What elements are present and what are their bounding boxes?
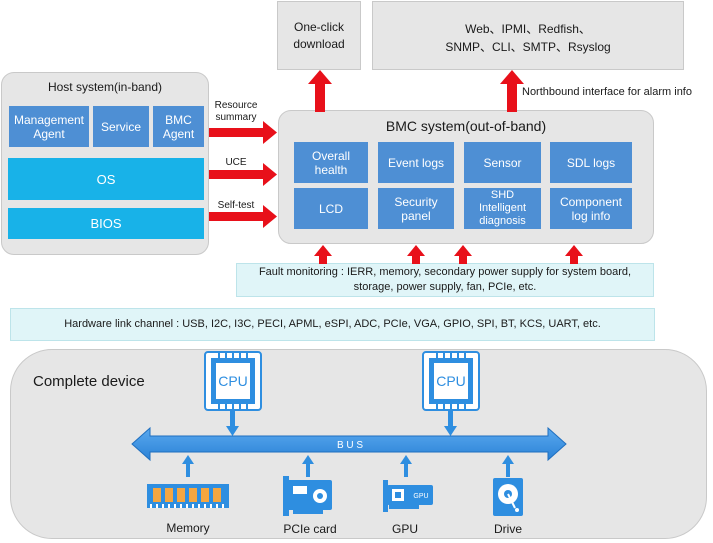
service-cell: Service [93,106,149,147]
overall-health-label: Overall health [311,148,350,177]
event-logs-cell: Event logs [378,142,454,183]
bus-arrow [131,426,567,462]
arrow-fault-2 [407,245,425,264]
os-label: OS [96,171,116,187]
drive-label: Drive [494,522,522,536]
northbound-interface-label: Northbound interface for alarm info [522,86,692,98]
memory-label: Memory [166,521,209,535]
bios-label: BIOS [90,216,122,231]
cpu-left-label: CPU [218,373,248,389]
one-click-download-label: One-click download [293,19,345,51]
protocols-box: Web、IPMI、Redfish、 SNMP、CLI、SMTP、Rsyslog [372,1,684,70]
protocols-line-1: Web、IPMI、Redfish、 [465,22,591,36]
overall-health-cell: Overall health [294,142,368,183]
lcd-cell: LCD [294,188,368,229]
fault-monitoring-label: Fault monitoring : IERR, memory, seconda… [258,266,632,293]
drive-icon [493,478,523,516]
shd-diagnosis-cell: SHD Intelligent diagnosis [464,188,541,229]
management-agent-cell: Management Agent [9,106,89,147]
bmc-system-title: BMC system(out-of-band) [385,118,547,134]
arrow-uce [209,163,277,186]
sdl-logs-cell: SDL logs [550,142,632,183]
component-log-info-cell: Component log info [550,188,632,229]
arrow-fault-1 [314,245,332,264]
management-agent-label: Management Agent [13,112,85,141]
arrow-to-download [308,70,332,112]
memory-to-bus-arrow [182,455,194,477]
self-test-label: Self-test [217,200,255,211]
arrow-resource-summary [209,121,277,144]
sensor-cell: Sensor [464,142,541,183]
cpu-right-to-bus-arrow [444,411,457,436]
hardware-link-channel-box: Hardware link channel : USB, I2C, I3C, P… [10,308,655,341]
protocols-line-2: SNMP、CLI、SMTP、Rsyslog [445,40,611,54]
one-click-download-box: One-click download [277,1,361,70]
lcd-label: LCD [318,201,343,216]
cpu-icon-left [204,351,262,411]
uce-label: UCE [225,157,247,168]
gpu-to-bus-arrow [400,455,412,477]
sdl-logs-label: SDL logs [566,155,616,170]
event-logs-label: Event logs [387,155,445,170]
host-system-title: Host system(in-band) [47,80,163,94]
resource-summary-label: Resource summary [214,100,258,123]
arrow-fault-3 [454,245,472,264]
pcie-card-label: PCIe card [283,522,336,536]
shd-diagnosis-label: SHD Intelligent diagnosis [478,189,527,227]
gpu-chip-label: GPU [413,493,428,500]
component-log-info-label: Component log info [559,194,623,223]
fault-monitoring-box: Fault monitoring : IERR, memory, seconda… [236,263,654,297]
sensor-label: Sensor [483,155,522,170]
cpu-right-label: CPU [436,373,466,389]
bus-label: B U S [337,440,363,451]
complete-device-title: Complete device [33,373,145,390]
gpu-icon [383,480,433,512]
cpu-icon-right [422,351,480,411]
pcie-card-icon [283,476,332,516]
drive-to-bus-arrow [502,455,514,477]
hardware-link-channel-label: Hardware link channel : USB, I2C, I3C, P… [64,318,601,330]
gpu-label: GPU [392,522,418,536]
pcie-to-bus-arrow [302,455,314,477]
security-panel-label: Security panel [394,194,438,223]
bios-bar: BIOS [8,208,204,239]
security-panel-cell: Security panel [378,188,454,229]
bmc-agent-cell: BMC Agent [153,106,204,147]
bmc-agent-label: BMC Agent [162,112,195,141]
arrow-fault-4 [565,245,583,264]
arrow-to-protocols [500,70,524,112]
service-label: Service [100,119,141,134]
memory-icon [147,484,229,508]
arrow-self-test [209,205,277,228]
cpu-left-to-bus-arrow [226,411,239,436]
os-bar: OS [8,158,204,200]
